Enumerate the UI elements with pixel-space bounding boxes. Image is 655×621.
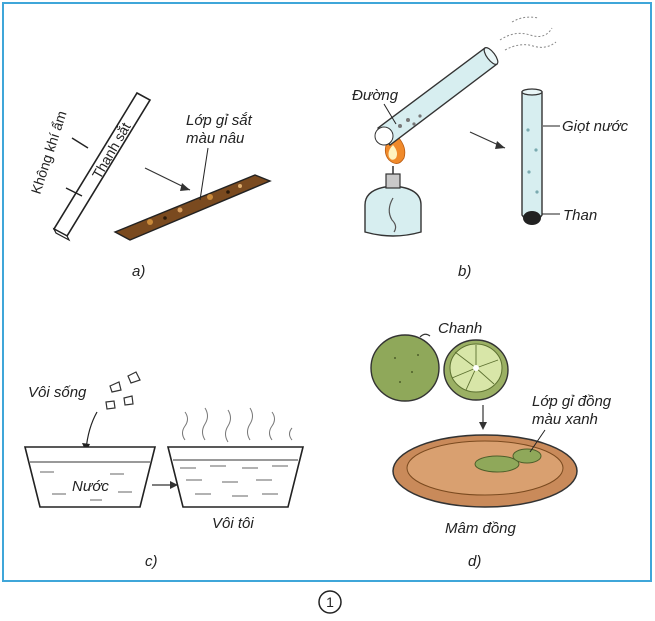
figure-frame — [2, 2, 652, 582]
water-basin — [23, 446, 157, 508]
water-drop-label: Giọt nước — [562, 118, 629, 135]
lemon-label: Chanh — [438, 320, 482, 337]
whole-lemon — [370, 333, 440, 402]
rust-label-1: Lớp gỉ sắt — [186, 112, 253, 129]
caption-b: b) — [458, 263, 471, 280]
figure-number: 1 — [326, 594, 334, 610]
sugar-label: Đường — [352, 87, 399, 104]
slaked-lime-label: Vôi tôi — [212, 515, 254, 532]
arrow-c — [152, 481, 178, 489]
tray-label: Mâm đồng — [445, 520, 517, 537]
patina-label-2: màu xanh — [532, 411, 598, 428]
water-label: Nước — [72, 478, 109, 495]
bar-label: Thanh sắt — [89, 119, 134, 181]
cut-lemon — [443, 339, 509, 401]
panel-a: Thanh sắt Không khí ẩm Lớp gỉ sắt màu nâ… — [28, 91, 272, 280]
upright-tube — [521, 88, 543, 225]
heated-tube — [374, 47, 499, 146]
steam — [499, 16, 557, 51]
heat-steam — [182, 407, 293, 443]
arrow-b — [469, 131, 506, 149]
alcohol-lamp — [364, 166, 422, 237]
quicklime-pieces — [105, 371, 141, 410]
arrow-a — [144, 167, 191, 191]
caption-d: d) — [468, 553, 481, 570]
panel-d: Chanh Lớp gỉ đồng màu xanh Mâm đồng d) — [370, 320, 612, 570]
slaked-lime-basin — [166, 446, 305, 508]
patina-label-1: Lớp gỉ đồng — [532, 393, 612, 410]
panel-c: Vôi sống Nước — [23, 371, 305, 570]
air-label: Không khí ẩm — [28, 109, 70, 196]
rust-label-2: màu nâu — [186, 130, 245, 147]
figure-number-badge: 1 — [318, 590, 342, 614]
panel-b: Đường Giọt nước Than b) — [352, 16, 629, 280]
caption-a: a) — [132, 263, 145, 280]
copper-tray — [392, 434, 578, 508]
charcoal-label: Than — [563, 207, 597, 224]
arrow-d — [479, 405, 487, 430]
iron-bar — [52, 91, 152, 242]
caption-c: c) — [145, 553, 158, 570]
rusted-bar — [113, 174, 272, 241]
quicklime-label: Vôi sống — [28, 384, 87, 401]
